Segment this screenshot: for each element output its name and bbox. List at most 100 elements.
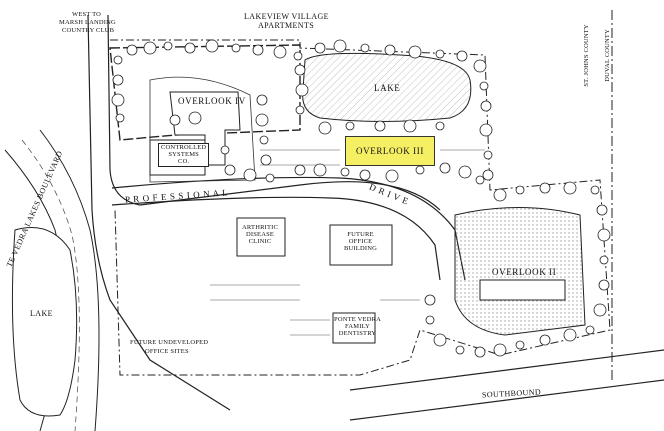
tree-icon xyxy=(515,185,525,195)
tree-icon xyxy=(415,165,425,175)
tree-icon xyxy=(493,343,507,357)
southbound-road-south xyxy=(349,379,664,421)
overlook-ii-building xyxy=(479,279,566,301)
tree-icon xyxy=(243,168,257,182)
tree-icon xyxy=(360,43,370,53)
label-ponte-vedra-dentistry: PONTE VEDRA FAMILY DENTISTRY xyxy=(334,316,382,337)
label-west-to: WEST TO xyxy=(72,11,102,18)
tree-icon xyxy=(112,74,124,86)
future-line-2: OFFICE xyxy=(348,237,373,245)
professional-drive-north xyxy=(111,176,466,281)
tree-icon xyxy=(184,42,196,54)
tree-icon xyxy=(188,111,202,125)
label-lake-top: LAKE xyxy=(374,83,401,93)
label-controlled-systems: CONTROLLED SYSTEMS CO. xyxy=(158,143,210,168)
tree-symbols xyxy=(111,39,611,358)
tree-icon xyxy=(439,162,451,174)
tree-icon xyxy=(435,121,445,131)
tree-icon xyxy=(255,113,269,127)
tree-icon xyxy=(314,42,326,54)
tree-icon xyxy=(539,334,551,346)
label-st-johns-county: ST. JOHNS COUNTY xyxy=(582,24,590,87)
tree-icon xyxy=(435,49,445,59)
future-line-1: FUTURE xyxy=(347,231,374,238)
label-future-undeveloped: FUTURE UNDEVELOPED xyxy=(130,339,209,346)
tree-icon xyxy=(260,154,272,166)
label-apartments: APARTMENTS xyxy=(258,21,315,30)
ponte-line-1: PONTE VEDRA xyxy=(334,316,382,323)
tree-icon xyxy=(252,44,264,56)
tree-icon xyxy=(474,346,486,358)
tree-icon xyxy=(256,94,268,106)
tree-icon xyxy=(599,255,609,265)
tree-icon xyxy=(433,333,447,347)
arthritic-line-2: DISEASE xyxy=(245,230,275,238)
tree-icon xyxy=(424,294,436,306)
label-future-office: FUTURE OFFICE BUILDING xyxy=(344,231,378,252)
tree-icon xyxy=(143,41,157,55)
tree-icon xyxy=(295,83,309,97)
tree-icon xyxy=(294,164,306,176)
label-country-club: COUNTRY CLUB xyxy=(62,27,115,34)
tree-icon xyxy=(220,145,230,155)
tree-icon xyxy=(479,123,493,137)
tree-icon xyxy=(259,135,269,145)
tree-icon xyxy=(585,325,595,335)
tree-icon xyxy=(340,167,350,177)
southbound-road-north xyxy=(349,349,664,391)
tree-icon xyxy=(294,64,306,76)
tree-icon xyxy=(163,41,173,51)
tree-icon xyxy=(479,81,489,91)
tree-icon xyxy=(596,204,608,216)
controlled-line-2: SYSTEMS xyxy=(168,150,199,158)
tree-icon xyxy=(313,163,327,177)
tree-icon xyxy=(539,182,551,194)
tree-icon xyxy=(273,45,287,59)
tree-icon xyxy=(425,315,435,325)
tree-icon xyxy=(333,39,347,53)
label-overlook-iii: OVERLOOK III xyxy=(345,136,435,166)
tree-icon xyxy=(475,175,485,185)
tree-icon xyxy=(480,100,492,112)
tree-icon xyxy=(456,50,468,62)
tree-icon xyxy=(295,105,305,115)
left-road-edge xyxy=(87,14,231,411)
tree-icon xyxy=(113,55,123,65)
boulevard-median xyxy=(21,139,80,431)
tree-icon xyxy=(483,150,493,160)
arthritic-line-3: CLINIC xyxy=(248,237,272,245)
property-line-north xyxy=(110,39,611,376)
tree-icon xyxy=(593,303,607,317)
tree-icon xyxy=(169,114,181,126)
boulevard-edge-2 xyxy=(39,129,100,431)
tree-icon xyxy=(265,173,275,183)
dentistry-building xyxy=(332,312,376,344)
ponte-line-3: DENTISTRY xyxy=(338,329,377,337)
tree-icon xyxy=(345,121,355,131)
label-overlook-ii: OVERLOOK II xyxy=(492,267,557,277)
tree-icon xyxy=(563,328,577,342)
future-line-3: BUILDING xyxy=(344,244,378,252)
future-office-building xyxy=(329,224,393,266)
overlook-ii-area xyxy=(454,207,586,336)
tree-icon xyxy=(598,279,610,291)
tree-icon xyxy=(126,44,138,56)
tree-icon xyxy=(293,51,303,61)
highlight-parcel xyxy=(109,44,301,141)
arthritic-line-1: ARTHRITIC xyxy=(242,224,279,231)
tree-icon xyxy=(515,340,525,350)
tree-icon xyxy=(384,44,396,56)
controlled-line-3: CO. xyxy=(178,157,190,165)
tree-icon xyxy=(115,113,125,123)
tree-icon xyxy=(590,185,600,195)
tree-icon xyxy=(359,169,371,181)
label-office-sites: OFFICE SITES xyxy=(145,348,189,355)
controlled-line-1: CONTROLLED xyxy=(161,144,207,151)
left-lake-outline xyxy=(11,227,78,417)
tree-icon xyxy=(318,121,332,135)
overlook-iv-parking xyxy=(149,76,256,183)
parking-stalls xyxy=(210,149,485,336)
tree-icon xyxy=(111,93,125,107)
label-duval-county: DUVAL COUNTY xyxy=(603,29,611,82)
